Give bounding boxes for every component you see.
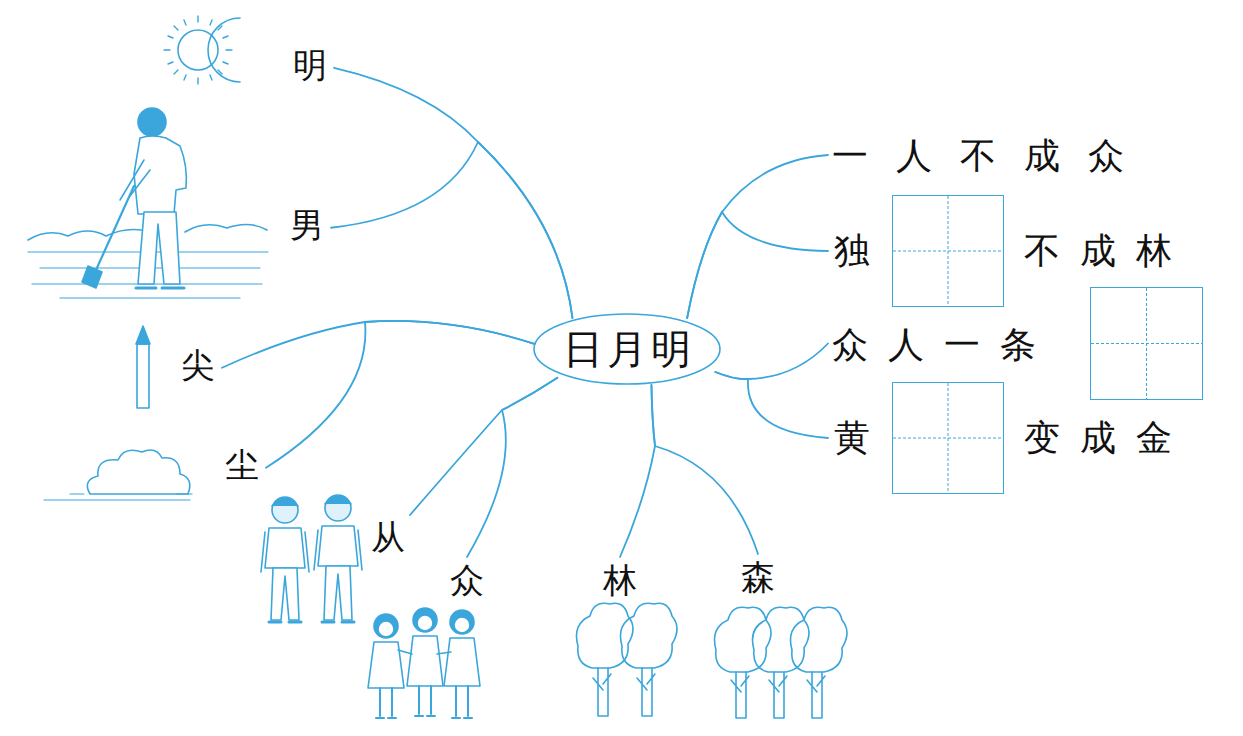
branch-line [687,155,828,318]
character-leaf: 尖 [178,345,218,386]
character-leaf: 尘 [222,445,262,486]
writing-grid [892,382,1004,494]
sharp-point-icon [136,326,150,408]
center-title: 日月明 [563,327,695,371]
character-leaf: 森 [738,557,778,598]
character-text: 男 [290,207,324,244]
character-leaf: 从 [368,517,408,558]
branch-line [334,68,572,318]
three-girls-figure [368,608,480,718]
proverb-text: 众人一条 [832,325,1056,365]
proverb-line: 独 不成林 [832,195,1212,307]
branch-line [266,321,537,468]
writing-grid [1090,287,1203,400]
character-text: 明 [293,47,327,84]
branch-line [222,321,537,368]
character-leaf: 众 [447,560,487,601]
proverb-line: 黄 变成金 [832,382,1212,494]
farmer-figure [28,108,268,298]
proverb-text: 黄 [834,418,870,458]
character-text: 林 [603,562,637,599]
branch-line [331,142,572,318]
proverb-line: 众人一条 [832,287,1207,400]
character-text: 众 [450,562,484,599]
proverb-text: 变成金 [1024,418,1192,458]
grid-guides [893,383,1003,493]
proverb-text: 一人不成众 [832,136,1152,176]
grid-guides [1091,288,1202,399]
character-leaf: 明 [290,45,330,86]
three-trees-figure [715,607,848,718]
branch-line [467,378,557,557]
branch-line [620,385,655,557]
character-text: 森 [741,559,775,596]
branch-line [715,344,828,380]
character-leaf: 林 [600,560,640,601]
grid-guides [893,196,1003,306]
branch-line [715,372,828,438]
sun-moon-icon [164,16,240,84]
character-text: 从 [371,519,405,556]
character-text: 尖 [181,347,215,384]
center-ellipse: 日月明 [533,313,721,385]
branch-line [687,212,828,318]
branch-line [651,385,758,554]
branch-line [410,378,557,515]
writing-grid [892,195,1004,307]
proverb-text: 不成林 [1024,231,1192,271]
two-boys-figure [261,495,362,622]
dust-cloud [44,450,192,500]
character-leaf: 男 [287,205,327,246]
character-text: 尘 [225,447,259,484]
two-trees-figure [577,603,678,716]
proverb-line: 一人不成众 [832,130,1212,180]
proverb-text: 独 [834,231,870,271]
